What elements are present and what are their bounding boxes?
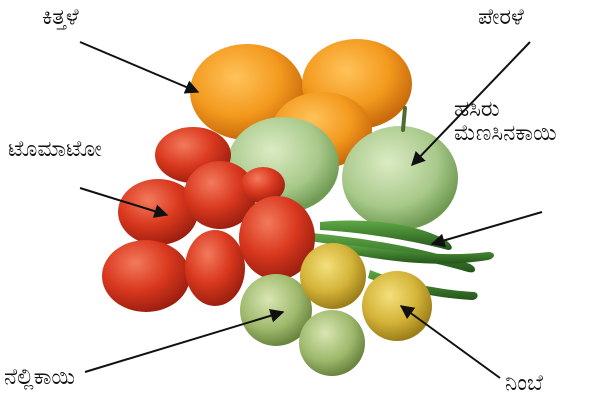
lemon-fruit	[362, 271, 432, 341]
lemon-fruit	[300, 243, 366, 309]
arrow-lemon	[401, 306, 500, 378]
label-green-chilli-line1: ಹಸಿರು	[454, 98, 557, 122]
label-citrus: ಕಿತ್ತಳೆ	[42, 6, 79, 30]
tomato	[185, 230, 245, 306]
arrow-amla	[85, 312, 283, 372]
label-green-chilli-line2: ಮೆಣಸಿನಕಾಯಿ	[454, 122, 557, 146]
amla-fruit	[299, 310, 365, 376]
tomato	[102, 240, 190, 312]
guava-fruit	[342, 126, 458, 230]
label-amla: ನೆಲ್ಲಿಕಾಯಿ	[4, 366, 75, 390]
arrow-citrus	[80, 42, 198, 92]
label-tomato: ಟೊಮಾಟೋ	[8, 138, 102, 162]
arrow-chilli	[432, 212, 542, 244]
guava-stem	[403, 108, 405, 130]
label-lemon: ನಿಂಬೆ	[505, 372, 543, 396]
label-guava: ಪೇರಳೆ	[478, 6, 524, 30]
label-green-chilli: ಹಸಿರು ಮೆಣಸಿನಕಾಯಿ	[454, 98, 557, 146]
chilli	[340, 244, 494, 264]
